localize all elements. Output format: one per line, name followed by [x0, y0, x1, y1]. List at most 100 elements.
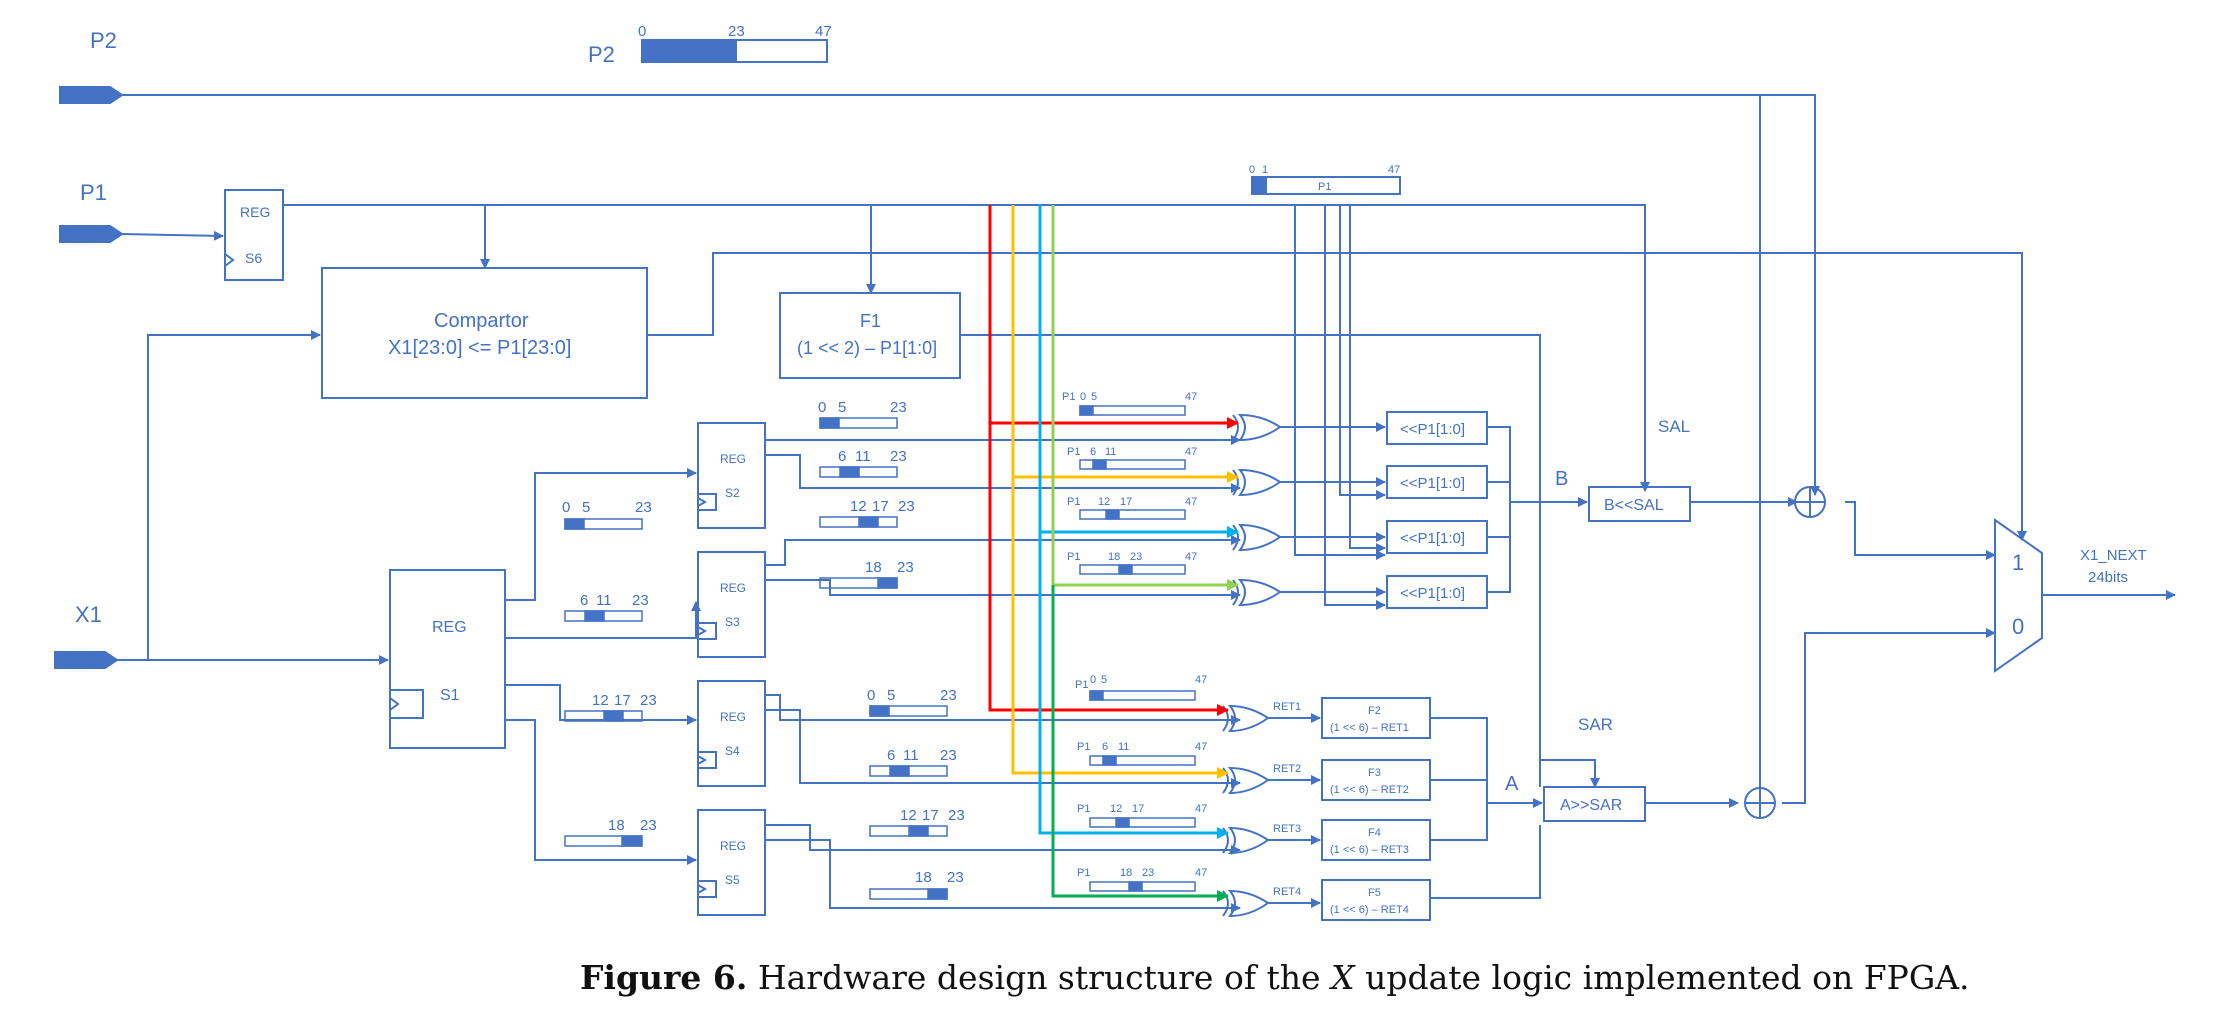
xor-gate-5 — [1222, 704, 1270, 733]
ret4-label: RET4 — [1273, 886, 1301, 898]
shift-left-block-1 — [1386, 411, 1488, 445]
p2-bus-bit0: 0 — [638, 23, 646, 40]
bit-num: P1 — [1062, 391, 1075, 403]
xor-gate-8 — [1222, 889, 1270, 918]
reg-s6 — [224, 189, 284, 281]
output-width: 24bits — [2088, 569, 2128, 586]
p2-input-pin — [59, 86, 124, 104]
xor-gate-3 — [1232, 523, 1282, 552]
b-label: B — [1555, 468, 1568, 490]
bit-num: 12 — [850, 498, 867, 515]
b-shift-label: B<<SAL — [1604, 497, 1664, 514]
x1-label: X1 — [75, 602, 102, 627]
bit-num: 11 — [596, 592, 612, 609]
sal-label: SAL — [1658, 417, 1690, 436]
f4-block — [1321, 819, 1431, 861]
bit-num: 5 — [838, 399, 846, 416]
reg-s3-name: S3 — [725, 615, 740, 629]
output-mux — [1994, 518, 2043, 673]
f1-expr: (1 << 2) – P1[1:0] — [797, 338, 937, 358]
bit-num: 5 — [887, 687, 895, 704]
bit-num: 18 — [1120, 867, 1132, 879]
fpga-x-update-diagram: P2 P1 X1 P2 0 23 47 0 1 47 P1 REG S6 REG… — [54, 23, 2176, 921]
ret1-label: RET1 — [1273, 701, 1301, 713]
bit-num: 47 — [1185, 551, 1197, 563]
a-shift-block — [1543, 786, 1646, 822]
reg-s6-name: S6 — [245, 250, 262, 266]
sar-label: SAR — [1578, 715, 1613, 734]
bit-num: 17 — [922, 807, 939, 824]
f4-title: F4 — [1368, 827, 1381, 839]
bit-num: 11 — [1105, 446, 1116, 458]
bit-num: 11 — [903, 747, 919, 764]
bit-num: 17 — [1120, 496, 1132, 508]
reg-s3 — [697, 551, 766, 658]
caption-pre: Hardware design structure of the — [757, 958, 1321, 997]
bit-num: 23 — [940, 687, 957, 704]
p1-bus-bit0: 0 — [1249, 164, 1255, 176]
shift-left-label-3: <<P1[1:0] — [1400, 530, 1465, 547]
xor-gate-1 — [1232, 413, 1282, 442]
f2-title: F2 — [1368, 705, 1381, 717]
bit-num: 47 — [1195, 803, 1207, 815]
bit-num: 18 — [865, 559, 882, 576]
f3-block — [1321, 759, 1431, 801]
bit-num: P1 — [1067, 446, 1080, 458]
bit-num: 23 — [940, 747, 957, 764]
reg-s4-name: S4 — [725, 744, 740, 758]
output-name: X1_NEXT — [2080, 547, 2147, 564]
reg-s1 — [389, 569, 506, 749]
bit-num: 5 — [1091, 391, 1097, 403]
bit-num: 47 — [1185, 391, 1197, 403]
bit-num: 23 — [632, 592, 649, 609]
bit-num: 5 — [1101, 674, 1107, 686]
reg-s5-name: S5 — [725, 873, 740, 887]
reg-s5-label: REG — [720, 839, 746, 853]
p2-bus-bit47: 47 — [815, 23, 832, 40]
p1-input-pin — [59, 225, 124, 243]
bit-num: 18 — [915, 869, 932, 886]
bit-num: 23 — [890, 399, 907, 416]
f5-expr: (1 << 6) – RET4 — [1330, 904, 1409, 916]
bit-num: 23 — [640, 692, 657, 709]
ret2-label: RET2 — [1273, 763, 1301, 775]
p1-label: P1 — [80, 180, 107, 205]
reg-s5 — [697, 809, 766, 916]
ret3-label: RET3 — [1273, 823, 1301, 835]
bit-num: 0 — [1090, 674, 1096, 686]
p1-bus-bit1: 1 — [1262, 164, 1268, 176]
p1-bus-label: P1 — [1318, 181, 1331, 193]
p2-bus-label: P2 — [588, 42, 615, 67]
bit-num: 6 — [1090, 446, 1096, 458]
bit-field-bars — [564, 405, 1196, 900]
bit-num: 23 — [897, 559, 914, 576]
reg-s1-name: S1 — [440, 687, 460, 704]
reg-s2-name: S2 — [725, 486, 740, 500]
xor-gate-4 — [1232, 578, 1282, 607]
f2-block — [1321, 697, 1431, 739]
reg-s1-label: REG — [432, 619, 467, 636]
reg-s2-label: REG — [720, 452, 746, 466]
bit-num: P1 — [1067, 496, 1080, 508]
f3-expr: (1 << 6) – RET2 — [1330, 784, 1409, 796]
reg-s6-label: REG — [240, 204, 270, 220]
bit-num: 47 — [1195, 741, 1207, 753]
b-shift-block — [1588, 486, 1691, 522]
xor-gate-6 — [1222, 766, 1270, 795]
shift-left-label-4: <<P1[1:0] — [1400, 585, 1465, 602]
bit-num: 12 — [1110, 803, 1122, 815]
bit-num: 12 — [592, 692, 609, 709]
bit-num: 11 — [1118, 741, 1129, 753]
bit-num: 0 — [818, 399, 826, 416]
reg-s3-label: REG — [720, 581, 746, 595]
bit-num: 23 — [898, 498, 915, 515]
bit-num: 23 — [1142, 867, 1154, 879]
bit-num: 0 — [867, 687, 875, 704]
bit-num: 0 — [562, 499, 570, 516]
caption-var: X — [1331, 958, 1355, 997]
comparator-title: Compartor — [434, 310, 529, 332]
bit-num: 23 — [948, 807, 965, 824]
bit-num: 23 — [640, 817, 657, 834]
x1-input-pin — [54, 651, 119, 669]
bit-num: 5 — [582, 499, 590, 516]
